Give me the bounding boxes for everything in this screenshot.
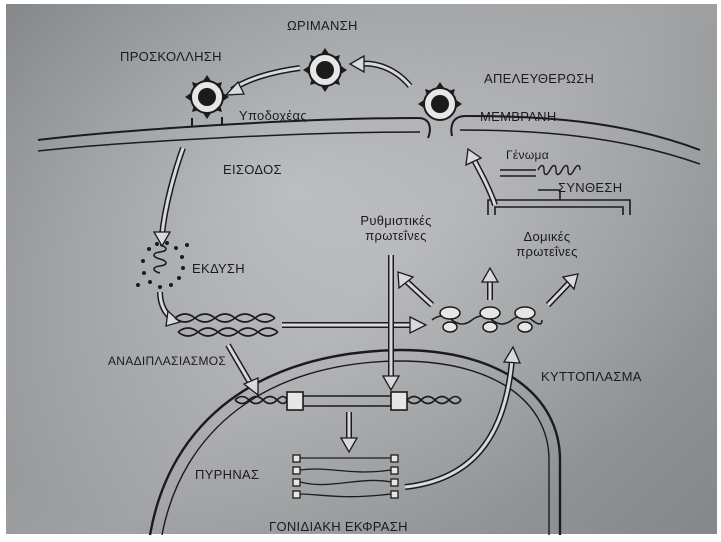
label-receptor: Υποδοχέας: [239, 108, 307, 123]
label-cytoplasm: ΚΥΤΤΟΠΛΑΣΜΑ: [541, 369, 642, 384]
label-gene-expression: ΓΟΝΙΔΙΑΚΗ ΕΚΦΡΑΣΗ: [269, 519, 408, 534]
entry-arrow: [154, 148, 183, 246]
protein-arrow-left: [398, 272, 432, 305]
label-release: ΑΠΕΛΕΥΘΕΡΩΣΗ: [484, 71, 594, 86]
virion-maturation-icon: [303, 48, 347, 92]
integrated-viral-dna: [235, 392, 461, 410]
release-to-maturation-arrow: [350, 56, 410, 86]
replicating-dna-helix: [175, 314, 278, 336]
label-attachment: ΠΡΟΣΚΟΛΛΗΣΗ: [120, 49, 222, 64]
label-regulatory-proteins: Ρυθμιστικές πρωτεΐνες: [350, 213, 442, 243]
virion-attachment-icon: [185, 75, 229, 119]
maturation-to-attachment-arrow: [226, 68, 300, 95]
label-nucleus: ΠΥΡΗΝΑΣ: [195, 467, 259, 482]
replication-to-nucleus-arrow: [228, 345, 258, 395]
protein-arrow-up: [482, 268, 498, 300]
synthesis-to-membrane-arrow: [466, 149, 495, 205]
virion-release-icon: [418, 82, 462, 120]
label-replication: ΑΝΑΔΙΠΛΑΣΙΑΣΜΟΣ: [108, 354, 226, 369]
mrna-transcripts: [293, 455, 398, 498]
label-regulatory-line1: Ρυθμιστικές: [350, 213, 442, 228]
protein-arrow-right: [548, 274, 578, 305]
transcription-arrow: [341, 412, 357, 452]
label-uncoating: ΕΚΔΥΣΗ: [192, 261, 245, 276]
genome-coil-icon: [500, 166, 580, 177]
label-entry: ΕΙΣΟΔΟΣ: [223, 162, 282, 177]
replication-to-ribosome-arrow: [282, 317, 426, 333]
cell-membrane: [38, 116, 700, 164]
uncoating-capsid-icon: [136, 241, 189, 289]
polyribosome-icon: [432, 307, 542, 332]
label-genome: Γένωμα: [506, 148, 549, 163]
label-structural-proteins: Δομικές πρωτεΐνες: [502, 229, 592, 259]
uncoating-to-replication-arrow: [160, 292, 180, 326]
label-regulatory-line2: πρωτεΐνες: [350, 228, 442, 243]
label-membrane: ΜΕΜΒΡΑΝΗ: [480, 109, 557, 124]
label-structural-line2: πρωτεΐνες: [502, 244, 592, 259]
label-maturation: ΩΡΙΜΑΝΣΗ: [287, 18, 358, 33]
label-structural-line1: Δομικές: [502, 229, 592, 244]
label-synthesis: ΣΥΝΘΕΣΗ: [558, 180, 622, 195]
